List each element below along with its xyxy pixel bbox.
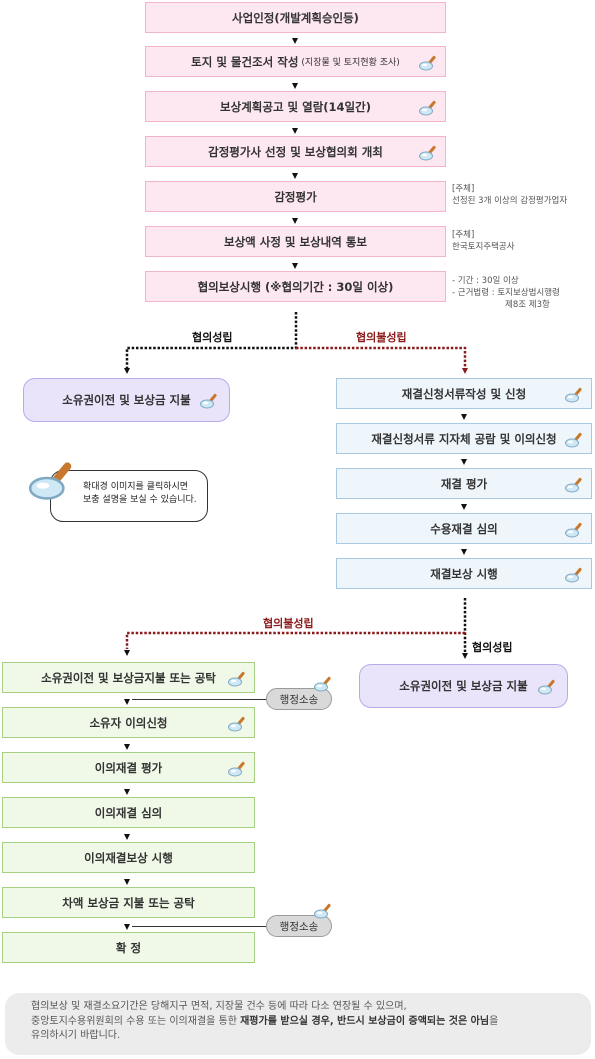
lawsuit-connector: [132, 926, 266, 927]
arrow-down: [292, 173, 298, 179]
administrative-lawsuit-1[interactable]: 행정소송: [266, 688, 332, 710]
label-agreement: 협의성립: [192, 331, 233, 344]
step-expropriation-review[interactable]: 수용재결 심의: [336, 513, 592, 544]
step-negotiation: 협의보상시행 (※협의기간 : 30일 이상): [145, 271, 446, 302]
step-project-approval: 사업인정(개발계획승인등): [145, 2, 446, 33]
arrow-down: [124, 368, 130, 374]
magnifier-icon[interactable]: [228, 759, 250, 777]
arrow-down: [124, 834, 130, 840]
arrow-down: [124, 924, 130, 930]
arrow-down: [292, 38, 298, 44]
magnifier-icon[interactable]: [565, 475, 587, 493]
magnifier-icon[interactable]: [228, 714, 250, 732]
step-difference-payment: 차액 보상금 지불 또는 공탁: [2, 887, 255, 918]
arrow-down: [461, 459, 467, 465]
step-objection-review: 이의재결 심의: [2, 797, 255, 828]
step-adjudication-application[interactable]: 재결신청서류작성 및 신청: [336, 378, 592, 409]
label-no-agreement: 협의불성립: [356, 331, 407, 344]
footer-line2: 중앙토지수용위원회의 수용 또는 이의재결을 통한 재평가를 받으실 경우, 반…: [31, 1015, 499, 1027]
step-owner-objection[interactable]: 소유자 이의신청: [2, 707, 255, 738]
arrow-down: [124, 879, 130, 885]
label-no-agreement-2: 협의불성립: [263, 617, 314, 630]
arrow-down: [461, 549, 467, 555]
magnifier-icon[interactable]: [538, 677, 560, 695]
note-appraisal: [주체]선정된 3개 이상의 감정평가업자: [452, 184, 568, 206]
arrow-down: [461, 504, 467, 510]
magnifier-icon[interactable]: [565, 520, 587, 538]
arrow-down: [461, 414, 467, 420]
lawsuit-connector: [132, 699, 266, 700]
magnifier-icon[interactable]: [565, 565, 587, 583]
arrow-down: [292, 218, 298, 224]
footer-notice: 협의보상 및 재결소요기간은 당해지구 면적, 지장물 건수 등에 따라 다소 …: [5, 993, 591, 1055]
step-public-inspection[interactable]: 재결신청서류 지자체 공람 및 이의신청: [336, 423, 592, 454]
step-final-confirmation: 확 정: [2, 932, 255, 963]
left-ownership-transfer[interactable]: 소유권이전 및 보상금 지불: [23, 378, 230, 422]
hint-bubble: 확대경 이미지를 클릭하시면 보충 설명을 보실 수 있습니다.: [50, 470, 208, 522]
arrow-down: [292, 263, 298, 269]
magnifier-icon[interactable]: [314, 901, 336, 919]
step-payment-or-deposit[interactable]: 소유권이전 및 보상금지불 또는 공탁: [2, 662, 255, 693]
arrow-down: [292, 83, 298, 89]
step-adjudication-appraisal[interactable]: 재결 평가: [336, 468, 592, 499]
magnifier-icon[interactable]: [565, 385, 587, 403]
right-ownership-transfer[interactable]: 소유권이전 및 보상금 지불: [359, 664, 568, 708]
step-appraisal: 감정평가: [145, 181, 446, 212]
step-adjudication-compensation[interactable]: 재결보상 시행: [336, 558, 592, 589]
magnifier-icon[interactable]: [314, 674, 336, 692]
arrow-down: [462, 653, 468, 659]
step-survey[interactable]: 토지 및 물건조서 작성(지장물 및 토지현황 조사): [145, 46, 446, 77]
arrow-down: [124, 650, 130, 656]
arrow-down: [124, 744, 130, 750]
arrow-down: [462, 368, 468, 374]
administrative-lawsuit-2[interactable]: 행정소송: [266, 915, 332, 937]
step-compensation-notice: 보상액 사정 및 보상내역 통보: [145, 226, 446, 257]
magnifier-icon[interactable]: [565, 430, 587, 448]
arrow-down: [292, 128, 298, 134]
magnifier-icon[interactable]: [200, 391, 222, 409]
arrow-down: [124, 789, 130, 795]
step-objection-appraisal[interactable]: 이의재결 평가: [2, 752, 255, 783]
step-objection-compensation: 이의재결보상 시행: [2, 842, 255, 873]
arrow-down: [124, 699, 130, 705]
label-agreement-2: 협의성립: [472, 641, 513, 654]
step-public-notice[interactable]: 보상계획공고 및 열람(14일간): [145, 91, 446, 122]
magnifier-icon[interactable]: [228, 669, 250, 687]
step-appraiser-selection[interactable]: 감정평가사 선정 및 보상협의회 개최: [145, 136, 446, 167]
magnifier-large-icon: [28, 459, 75, 500]
note-compensation: [주체]한국토지주택공사: [452, 230, 515, 252]
